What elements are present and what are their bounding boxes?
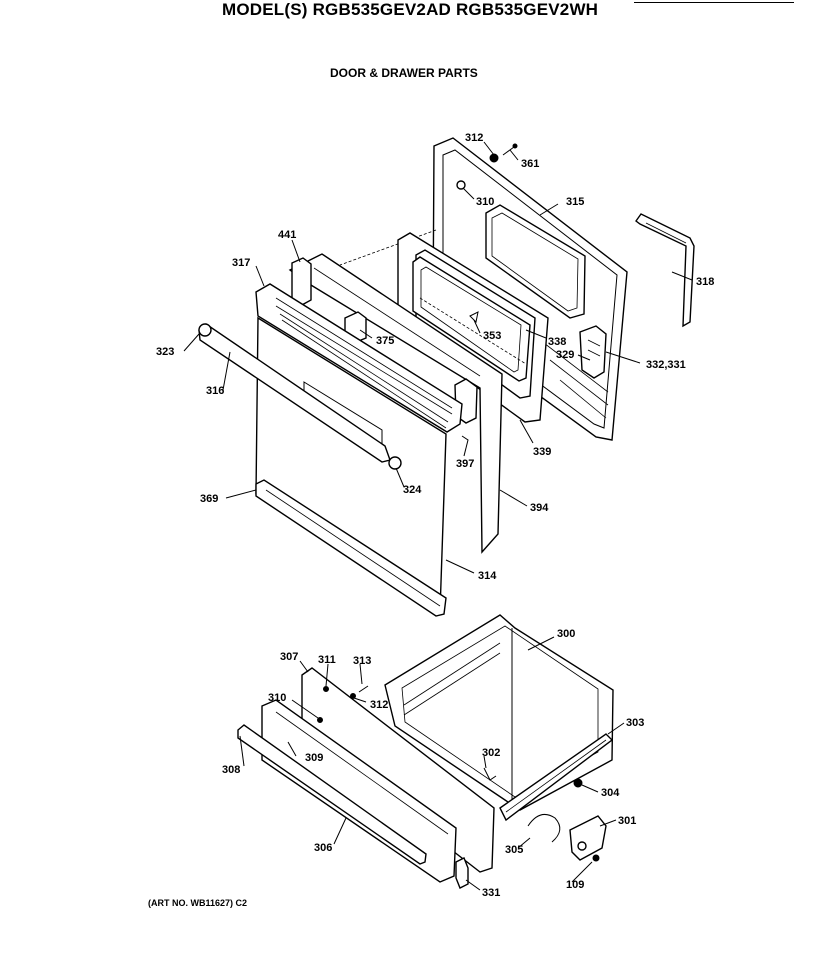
callout-397: 397: [456, 458, 474, 470]
header-rule: [634, 2, 794, 3]
callout-302: 302: [482, 747, 500, 759]
callout-310-top: 310: [476, 196, 494, 208]
callout-314: 314: [478, 570, 497, 582]
part-303-drawer-rail: [499, 733, 614, 822]
part-311-313-312-screws: [317, 685, 369, 723]
part-338-window-glass: [412, 256, 531, 382]
callout-323: 323: [156, 346, 174, 358]
callout-labels: 312 361 310 315 318 441 317 375 353 338 …: [156, 132, 714, 899]
art-number: (ART NO. WB11627) C2: [148, 898, 248, 908]
part-324-handle-end-cap: [388, 456, 402, 470]
callout-109: 109: [566, 879, 584, 891]
callout-313: 313: [353, 655, 371, 667]
part-301-roller-bracket: [569, 815, 607, 862]
part-315-outer-door-panel: [339, 137, 628, 441]
callout-300: 300: [557, 628, 575, 640]
callout-318-right: 318: [696, 276, 714, 288]
leader-lines: [183, 141, 693, 891]
part-300-drawer-body: [384, 614, 614, 811]
callout-369: 369: [200, 493, 218, 505]
part-312-361-screws-top: [456, 143, 518, 190]
callout-375: 375: [376, 335, 394, 347]
callout-324: 324: [403, 484, 422, 496]
callout-310-bottom: 310: [268, 692, 286, 704]
part-306-drawer-front: [261, 699, 457, 883]
callout-306: 306: [314, 842, 332, 854]
part-331-bracket: [455, 857, 469, 889]
callout-305: 305: [505, 844, 523, 856]
callout-303: 303: [626, 717, 644, 729]
callout-332-331: 332,331: [646, 359, 686, 371]
section-title: DOOR & DRAWER PARTS: [330, 66, 478, 80]
callout-338: 338: [548, 336, 566, 348]
callout-312-top: 312: [465, 132, 483, 144]
callout-329: 329: [556, 349, 574, 361]
callout-353: 353: [483, 330, 501, 342]
part-318-door-gasket: [635, 213, 695, 328]
callout-304: 304: [601, 787, 620, 799]
callout-316: 316: [206, 385, 224, 397]
callout-331-bottom: 331: [482, 887, 500, 899]
callout-441: 441: [278, 229, 296, 241]
callout-309: 309: [305, 752, 323, 764]
callout-317: 317: [232, 257, 250, 269]
part-369-door-bottom-trim: [255, 479, 447, 617]
callout-339: 339: [533, 446, 551, 458]
part-397-clip: [461, 435, 469, 449]
part-308-drawer-handle: [237, 724, 427, 865]
callout-394: 394: [530, 502, 549, 514]
callout-311: 311: [318, 654, 336, 666]
part-304-drawer-bumper: [573, 778, 583, 788]
callout-315: 315: [566, 196, 584, 208]
callout-361: 361: [521, 158, 539, 170]
part-302-clip: [483, 767, 497, 781]
part-332-331-hinge: [579, 325, 607, 379]
callout-307: 307: [280, 651, 298, 663]
part-353-clip: [469, 311, 479, 324]
callout-301: 301: [618, 815, 636, 827]
callout-308: 308: [222, 764, 240, 776]
callout-312-bottom: 312: [370, 699, 388, 711]
page-title: MODEL(S) RGB535GEV2AD RGB535GEV2WH: [222, 0, 599, 19]
part-305-spring: [527, 813, 561, 843]
